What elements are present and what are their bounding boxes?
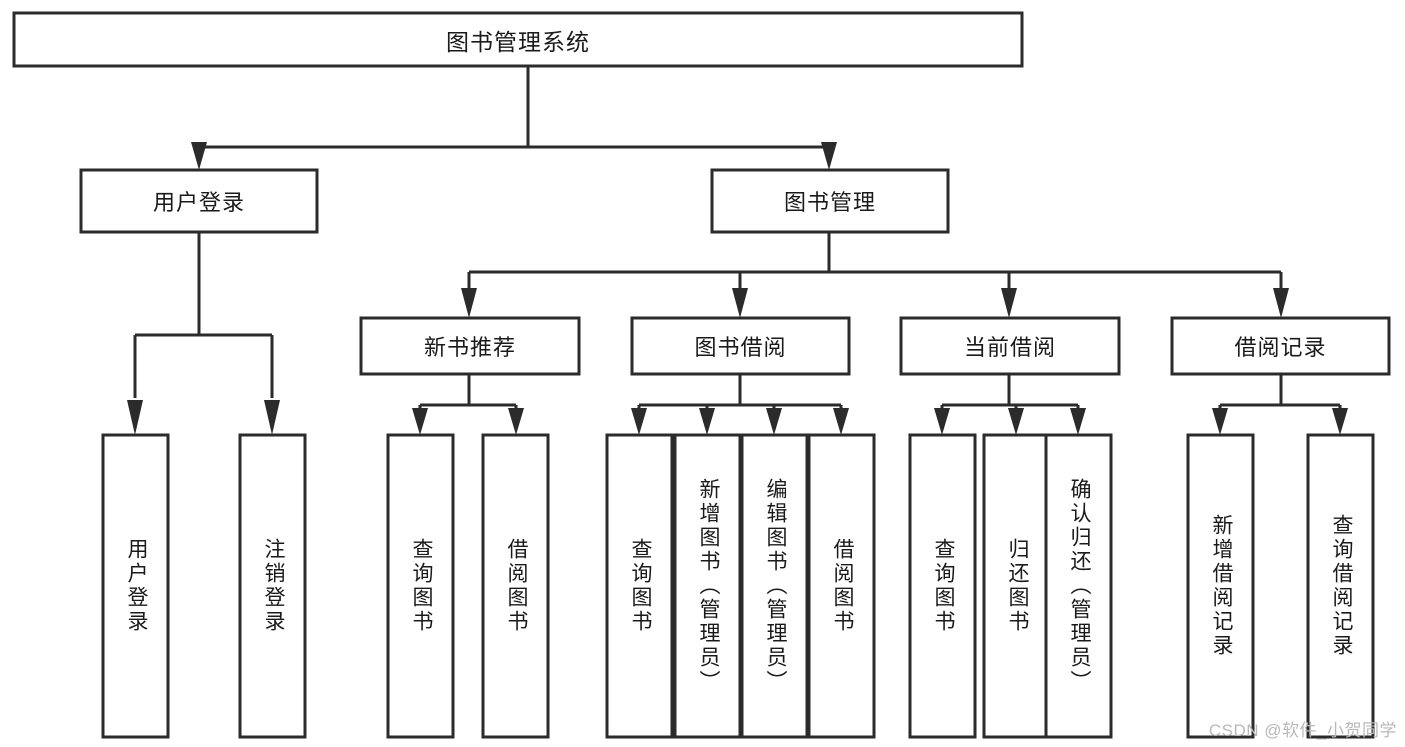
node-box-new-book-recommend[interactable] xyxy=(359,316,581,376)
leaf-label: 查询借阅记录 xyxy=(1329,514,1353,658)
node-box-root[interactable] xyxy=(12,11,1024,68)
watermark-text: CSDN @软件_小贺同学 xyxy=(1208,721,1397,740)
node-label-current-borrow: 当前借阅 xyxy=(963,335,1056,360)
arrow-head xyxy=(833,408,849,435)
arrow-head xyxy=(1332,408,1348,435)
leaf-label: 借阅图书 xyxy=(504,538,528,634)
arrow-head xyxy=(766,408,782,435)
leaf-box[interactable] xyxy=(1044,433,1113,739)
arrow-head xyxy=(821,142,837,170)
leaf-box[interactable] xyxy=(740,433,809,739)
arrow-head xyxy=(631,408,647,435)
leaf-box[interactable] xyxy=(386,433,455,739)
leaf-label: 查询图书 xyxy=(628,538,652,634)
arrow-head xyxy=(1273,288,1289,318)
node-label-book-borrow: 图书借阅 xyxy=(694,335,787,360)
arrow-head xyxy=(127,400,143,435)
node-label-book-manage: 图书管理 xyxy=(783,190,876,215)
leaf-label: 新增图书（管理员） xyxy=(696,478,720,694)
leaf-box[interactable] xyxy=(238,433,307,739)
arrow-head xyxy=(1212,408,1228,435)
leaf-label: 查询图书 xyxy=(409,538,433,634)
leaf-label: 归还图书 xyxy=(1005,538,1029,634)
leaf-box[interactable] xyxy=(908,433,977,739)
arrow-head xyxy=(699,408,715,435)
leaf-box[interactable] xyxy=(673,433,742,739)
leaf-box[interactable] xyxy=(982,433,1051,739)
node-box-current-borrow[interactable] xyxy=(899,316,1121,376)
arrow-head xyxy=(461,288,477,318)
arrow-head xyxy=(191,142,207,170)
leaf-box[interactable] xyxy=(1306,433,1375,739)
arrow-head xyxy=(412,408,428,435)
leaf-label: 确认归还（管理员） xyxy=(1067,478,1091,694)
arrow-head xyxy=(732,288,748,318)
leaf-box[interactable] xyxy=(807,433,876,739)
node-label-root: 图书管理系统 xyxy=(446,28,590,55)
arrow-head xyxy=(508,408,524,435)
node-box-user-login[interactable] xyxy=(79,168,319,234)
leaf-label: 用户登录 xyxy=(124,538,148,634)
leaf-box[interactable] xyxy=(481,433,550,739)
arrow-head xyxy=(1001,288,1017,318)
leaf-label: 新增借阅记录 xyxy=(1209,514,1233,658)
arrow-head xyxy=(1008,408,1024,435)
node-label-borrow-record: 借阅记录 xyxy=(1234,335,1327,360)
leaf-label: 借阅图书 xyxy=(830,538,854,634)
leaf-label: 查询图书 xyxy=(931,538,955,634)
leaf-box[interactable] xyxy=(1186,433,1255,739)
node-label-user-login: 用户登录 xyxy=(152,190,245,215)
arrow-head xyxy=(1070,408,1086,435)
leaf-label: 注销登录 xyxy=(261,538,285,634)
leaf-box[interactable] xyxy=(101,433,170,739)
leaf-box[interactable] xyxy=(605,433,674,739)
arrow-head xyxy=(264,400,280,435)
node-label-new-book-recommend: 新书推荐 xyxy=(423,335,516,360)
arrow-head xyxy=(934,408,950,435)
leaf-label: 编辑图书（管理员） xyxy=(763,478,787,694)
